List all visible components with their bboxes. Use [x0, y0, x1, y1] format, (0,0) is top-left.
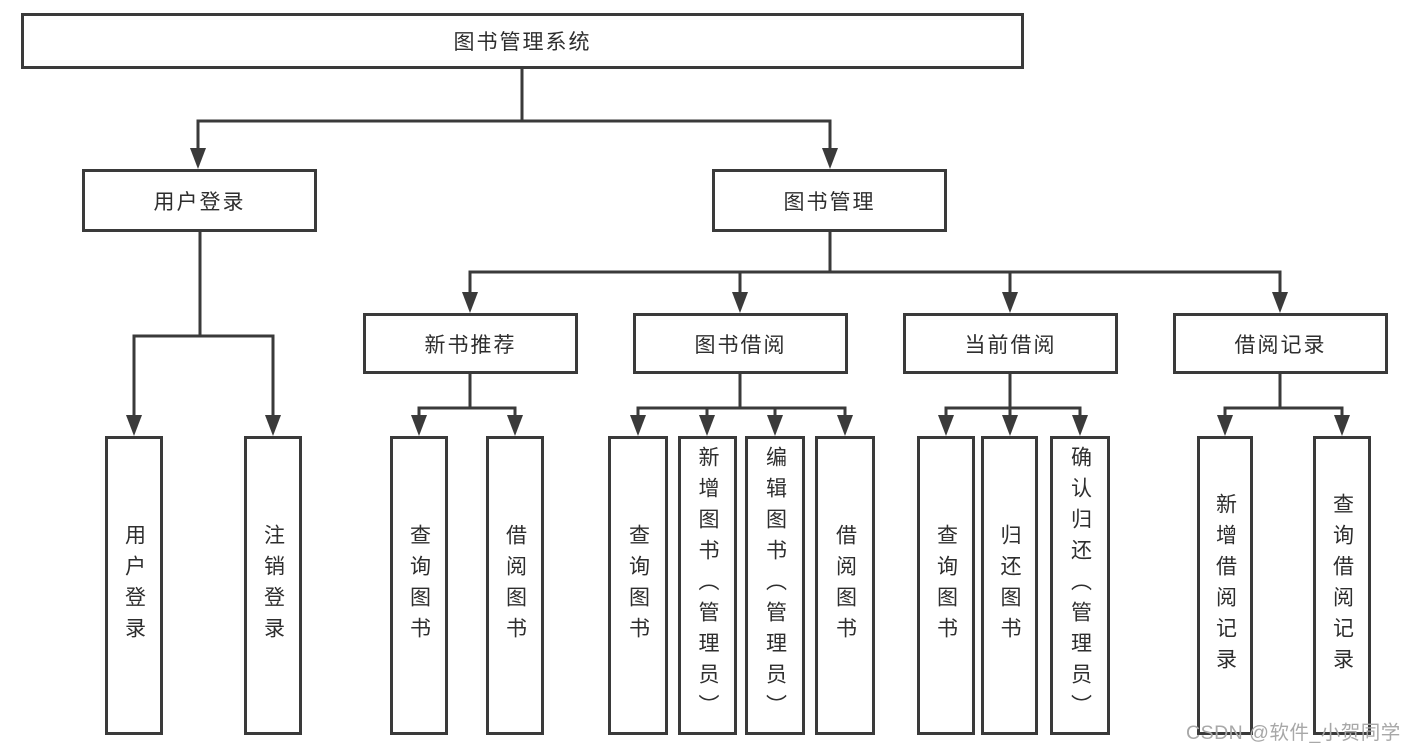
node-label: 归还图书 — [998, 523, 1021, 648]
node-borrowing-records: 借阅记录 — [1173, 313, 1388, 374]
arrowhead — [837, 415, 853, 436]
arrowhead — [1002, 415, 1018, 436]
node-label: 查询图书 — [626, 523, 650, 648]
arrowhead — [1272, 292, 1288, 313]
node-label: 用户登录 — [153, 190, 246, 214]
node-query-books-recommend: 查询图书 — [390, 436, 448, 735]
node-label: 编辑图书（管理员） — [763, 446, 787, 725]
node-label: 借阅记录 — [1234, 333, 1327, 357]
node-label: 新增图书（管理员） — [696, 446, 719, 725]
node-user-login: 用户登录 — [82, 169, 317, 232]
arrowhead — [1002, 292, 1018, 313]
node-label: 新书推荐 — [424, 333, 517, 357]
node-label: 图书管理系统 — [453, 31, 592, 54]
node-label: 图书管理 — [783, 190, 876, 214]
arrowhead — [507, 415, 523, 436]
arrowhead — [767, 415, 783, 436]
node-leaf-logout: 注销登录 — [244, 436, 302, 735]
node-borrow-books-borrowing: 借阅图书 — [815, 436, 875, 735]
node-book-management: 图书管理 — [712, 169, 947, 232]
node-label: 查询图书 — [934, 523, 958, 648]
node-add-borrow-record: 新增借阅记录 — [1197, 436, 1253, 735]
node-label: 确认归还（管理员） — [1068, 446, 1092, 725]
node-label: 借阅图书 — [833, 523, 857, 648]
node-query-books-borrowing: 查询图书 — [608, 436, 668, 735]
arrowhead — [411, 415, 427, 436]
node-borrow-books-recommend: 借阅图书 — [486, 436, 544, 735]
node-leaf-user-login: 用户登录 — [105, 436, 163, 735]
node-query-books-current: 查询图书 — [917, 436, 975, 735]
node-new-book-recommend: 新书推荐 — [363, 313, 578, 374]
node-edit-books-admin: 编辑图书（管理员） — [745, 436, 805, 735]
arrowhead — [699, 415, 715, 436]
arrowhead — [126, 415, 142, 436]
node-return-books: 归还图书 — [981, 436, 1038, 735]
node-add-books-admin: 新增图书（管理员） — [678, 436, 737, 735]
arrowhead — [462, 292, 478, 313]
node-label: 用户登录 — [122, 523, 146, 648]
node-label: 当前借阅 — [964, 333, 1057, 357]
arrowhead — [1072, 415, 1088, 436]
arrowhead — [732, 292, 748, 313]
node-label: 注销登录 — [261, 523, 285, 648]
arrowhead — [1334, 415, 1350, 436]
arrowhead — [190, 148, 206, 169]
node-query-borrow-record: 查询借阅记录 — [1313, 436, 1371, 735]
node-root-system: 图书管理系统 — [21, 13, 1024, 69]
node-label: 借阅图书 — [503, 523, 527, 648]
node-book-borrowing: 图书借阅 — [633, 313, 848, 374]
node-label: 图书借阅 — [694, 333, 787, 357]
node-label: 查询图书 — [407, 523, 431, 648]
node-confirm-return-admin: 确认归还（管理员） — [1050, 436, 1110, 735]
arrowhead — [938, 415, 954, 436]
node-label: 新增借阅记录 — [1213, 492, 1237, 679]
arrowhead — [265, 415, 281, 436]
node-label: 查询借阅记录 — [1330, 492, 1354, 679]
csdn-watermark: CSDN @软件_小贺同学 — [1186, 722, 1401, 744]
arrowhead — [1217, 415, 1233, 436]
arrowhead — [630, 415, 646, 436]
node-current-borrowing: 当前借阅 — [903, 313, 1118, 374]
arrowhead — [822, 148, 838, 169]
